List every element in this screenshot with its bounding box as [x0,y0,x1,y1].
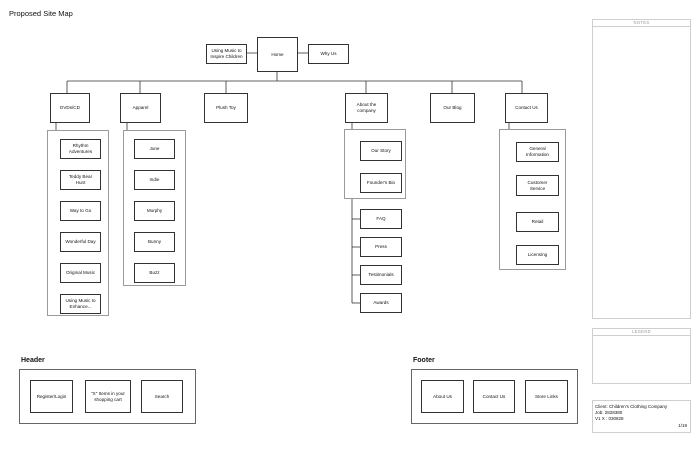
version-text: V1 X : 030828 [595,415,624,421]
sitemap-node-contact-item: Retail [516,212,559,232]
sitemap-node-contact-item: Customer Service [516,175,559,196]
sitemap-node-blog: Our Blog [430,93,475,123]
sitemap-node-why-us: Why Us [308,44,349,64]
dvds-group [47,130,109,316]
sitemap-node-about-item: Our Story [360,141,402,161]
sitemap-node-apparel: Apparel [120,93,161,123]
sitemap-node-contact: Contact Us [505,93,548,123]
sitemap-node-plush: Plush Toy [204,93,248,123]
sitemap-node-about-item: Testimonials [360,265,402,285]
sitemap-node-dvd-item: Teddy Bear Hunt [60,170,101,190]
sitemap-node-contact-item: Licensing [516,245,559,265]
sitemap-node-using-music: Using Music to Inspire Children [206,44,247,64]
sitemap-node-about-item: Founder's Bio [360,173,402,193]
sitemap-node-dvd-item: Rhythm Adventures [60,139,101,159]
sitemap-node-about-item: Press [360,237,402,257]
sitemap-node-dvds: DVDs/CD [50,93,90,123]
notes-panel: NOTES [592,19,691,319]
sitemap-node-apparel-item: Buzz [134,263,175,283]
sitemap-node-dvd-item: Original Music [60,263,101,283]
sitemap-node-dvd-item: Way to Go [60,201,101,221]
sitemap-node-dvd-item: Using Music to Enhance... [60,294,101,314]
sitemap-node-apparel-item: June [134,139,175,159]
sitemap-node-apparel-item: Murphy [134,201,175,221]
client-text: Client: Children's Clothing Company [595,404,668,409]
sitemap-node-apparel-item: Bunny [134,232,175,252]
footer-item-store-links: Store Links [525,380,568,413]
legend-panel: LEGEND [592,328,691,384]
notes-title: NOTES [593,20,690,27]
sitemap-node-about-item: Awards [360,293,402,313]
sitemap-node-contact-item: General Information [516,142,559,162]
header-section-label: Header [21,357,45,364]
sitemap-node-home: Home [257,37,298,72]
footer-item-about-us: About Us [421,380,464,413]
sitemap-node-about: About the company [345,93,388,123]
project-info-block: Client: Children's Clothing Company Job:… [592,400,691,433]
sitemap-node-apparel-item: Indie [134,170,175,190]
sitemap-node-about-item: FAQ [360,209,402,229]
header-item-search: Search [141,380,183,413]
page-number: 1/19 [678,423,687,429]
page-title: Proposed Site Map [9,9,73,18]
job-text: Job: 2828380 [595,409,623,415]
footer-section-label: Footer [413,357,435,364]
sitemap-node-dvd-item: Wonderful Day [60,232,101,252]
footer-item-contact-us: Contact Us [473,380,515,413]
legend-title: LEGEND [593,329,690,336]
header-item-cart: "X" Items in your shopping cart [85,380,131,413]
header-item-register-login: Register/Login [30,380,73,413]
